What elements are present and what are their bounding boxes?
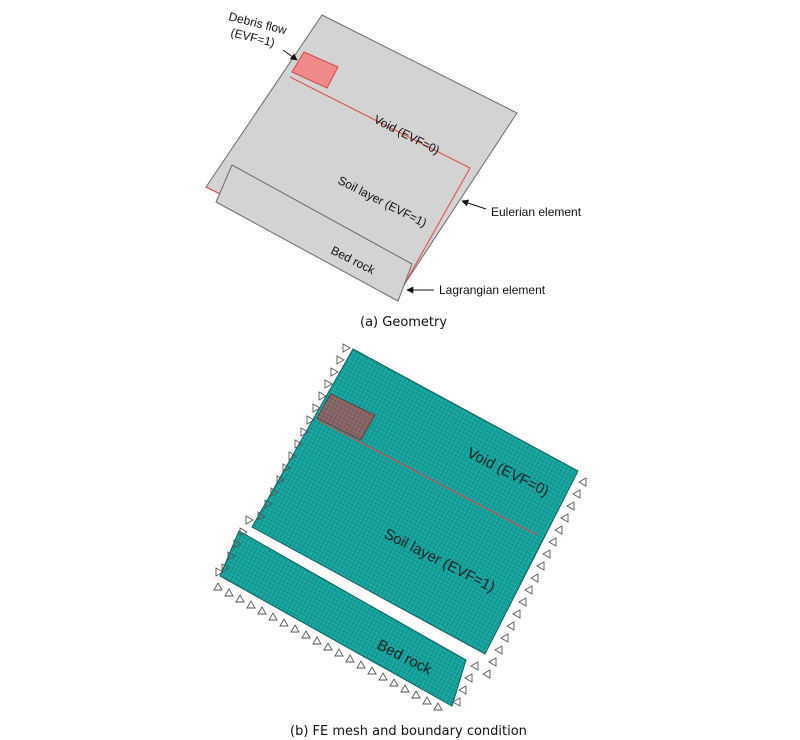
debris-flow-mesh [316, 393, 376, 441]
lagrangian-element-label: Lagrangian element [439, 283, 546, 297]
debris-flow-arrow [282, 49, 298, 61]
right-roller-supports [452, 477, 587, 707]
panel-b-fe-mesh: Void (EVF=0) Soil layer (EVF=1) Bed rock… [213, 343, 587, 739]
panel-a-geometry: Debris flow (EVF=1) Void (EVF=0) Soil la… [205, 9, 582, 330]
eulerian-arrow [461, 199, 487, 210]
void-soil-interface [317, 419, 538, 536]
bottom-pin-supports [213, 582, 443, 711]
caption-b: (b) FE mesh and boundary condition [290, 724, 527, 739]
eulerian-element-label: Eulerian element [491, 205, 582, 219]
left-roller-supports [215, 343, 351, 577]
debris-flow-block [291, 51, 339, 89]
bed-rock-mesh [219, 530, 467, 707]
bed-rock-block [215, 164, 413, 302]
caption-a: (a) Geometry [360, 315, 447, 330]
